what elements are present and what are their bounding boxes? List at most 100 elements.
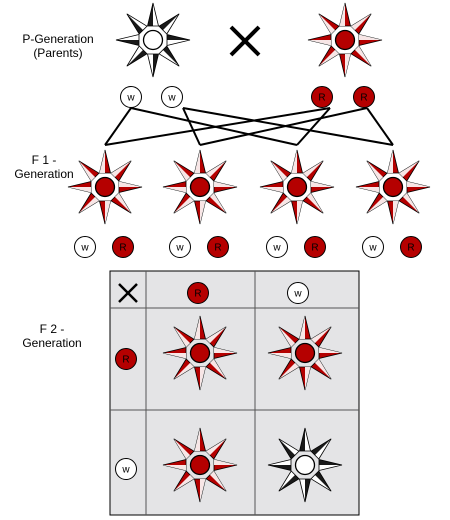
p-generation-title: P-Generation (22, 32, 94, 46)
petal-shade (260, 187, 283, 193)
connection-line (296, 107, 331, 146)
f1-allele-w-4: w (362, 236, 384, 258)
petal-shade (173, 362, 194, 380)
flower-center (382, 176, 404, 198)
f1-allele-w-2: w (169, 236, 191, 258)
petal-shade (399, 160, 420, 178)
petal-shade (299, 428, 305, 451)
petal-shade (173, 438, 191, 459)
flower-center (189, 176, 211, 198)
allele-circle-icon (400, 236, 422, 258)
allele-letter: R (122, 355, 129, 366)
petal-shade (278, 326, 296, 347)
petal-shade (209, 359, 227, 380)
allele-circle-icon (311, 86, 333, 108)
petal (350, 45, 372, 67)
petal-shade (153, 54, 159, 77)
petal-shade (393, 201, 399, 224)
allele-letter: w (272, 243, 281, 254)
f1-flower-1 (67, 149, 143, 225)
f1-subtitle: Generation (14, 167, 74, 181)
p-generation-subtitle: (Parents) (33, 46, 83, 60)
flower-center (294, 342, 316, 364)
flowers-layer (67, 2, 431, 503)
petal-shade (147, 3, 153, 26)
allele-circle-icon (187, 282, 209, 304)
f2-title: F 2 - (39, 322, 65, 336)
allele-circle-icon (266, 236, 288, 258)
allele-circle-icon (362, 236, 384, 258)
petal-shade (159, 13, 180, 31)
allele-letter: w (175, 243, 184, 254)
f1-flower-3 (259, 149, 335, 225)
petal-shade (209, 193, 227, 214)
petal-shade (163, 465, 186, 471)
petal-shade (111, 160, 132, 178)
petal-shade (116, 40, 139, 46)
allele-letter: R (194, 289, 201, 300)
petal-shade (356, 187, 379, 193)
f2-flower-rr (162, 315, 238, 391)
petal-shade (173, 196, 194, 214)
petal-shade (206, 160, 227, 178)
petal-shade (209, 471, 227, 492)
parent-white-flower (115, 2, 191, 78)
punnett-row-r: R (115, 348, 137, 370)
f1-allele-w-3: w (266, 236, 288, 258)
allele-circle-icon (207, 236, 229, 258)
petal-shade (311, 326, 332, 344)
petal-shade (114, 193, 132, 214)
allele-circle-icon (115, 458, 137, 480)
f1-title: F 1 - (31, 153, 57, 167)
allele-letter: w (121, 465, 130, 476)
punnett-header-r: R (187, 282, 209, 304)
f1-label: F 1 - Generation (4, 153, 84, 181)
allele-letter: w (293, 289, 302, 300)
f1-flower-2 (162, 149, 238, 225)
allele-circle-icon (112, 236, 134, 258)
allele-circle-icon (115, 348, 137, 370)
petal-shade (297, 201, 303, 224)
punnett-row-w: w (115, 458, 137, 480)
petal-shade (78, 160, 96, 181)
petal-shade (354, 46, 372, 67)
parent-allele-r1: R (311, 86, 333, 108)
connection-line (104, 107, 331, 146)
petal-shade (268, 353, 291, 359)
f1-allele-r-2: R (207, 236, 229, 258)
f2-flower-rw (267, 315, 343, 391)
f2-subtitle: Generation (22, 336, 82, 350)
petal-shade (314, 471, 332, 492)
allele-circle-icon (161, 86, 183, 108)
petal-shade (278, 474, 299, 492)
allele-circle-icon (120, 86, 142, 108)
flower-center (294, 454, 316, 476)
cross-icon (229, 25, 261, 57)
connection-line (199, 107, 368, 146)
parent-allele-r2: R (353, 86, 375, 108)
petal-shade (319, 459, 342, 465)
allele-letter: R (214, 243, 221, 254)
allele-letter: R (360, 93, 367, 104)
allele-letter: R (407, 243, 414, 254)
petal (78, 192, 100, 214)
allele-letter: R (318, 93, 325, 104)
petal-shade (173, 160, 191, 181)
petal-shade (319, 347, 342, 353)
petal-shade (299, 316, 305, 339)
connection-line (366, 107, 394, 146)
allele-letter: R (311, 243, 318, 254)
parent-allele-w2: w (161, 86, 183, 108)
petal-shade (387, 150, 393, 173)
allele-circle-icon (169, 236, 191, 258)
petal-shade (206, 438, 227, 456)
parent-allele-w1: w (120, 86, 142, 108)
petal-shade (167, 34, 190, 40)
petal-shade (402, 193, 420, 214)
flower-center (334, 29, 356, 51)
flower-center (286, 176, 308, 198)
petal-shade (214, 459, 237, 465)
petal-shade (339, 3, 345, 26)
flower-center (189, 454, 211, 476)
